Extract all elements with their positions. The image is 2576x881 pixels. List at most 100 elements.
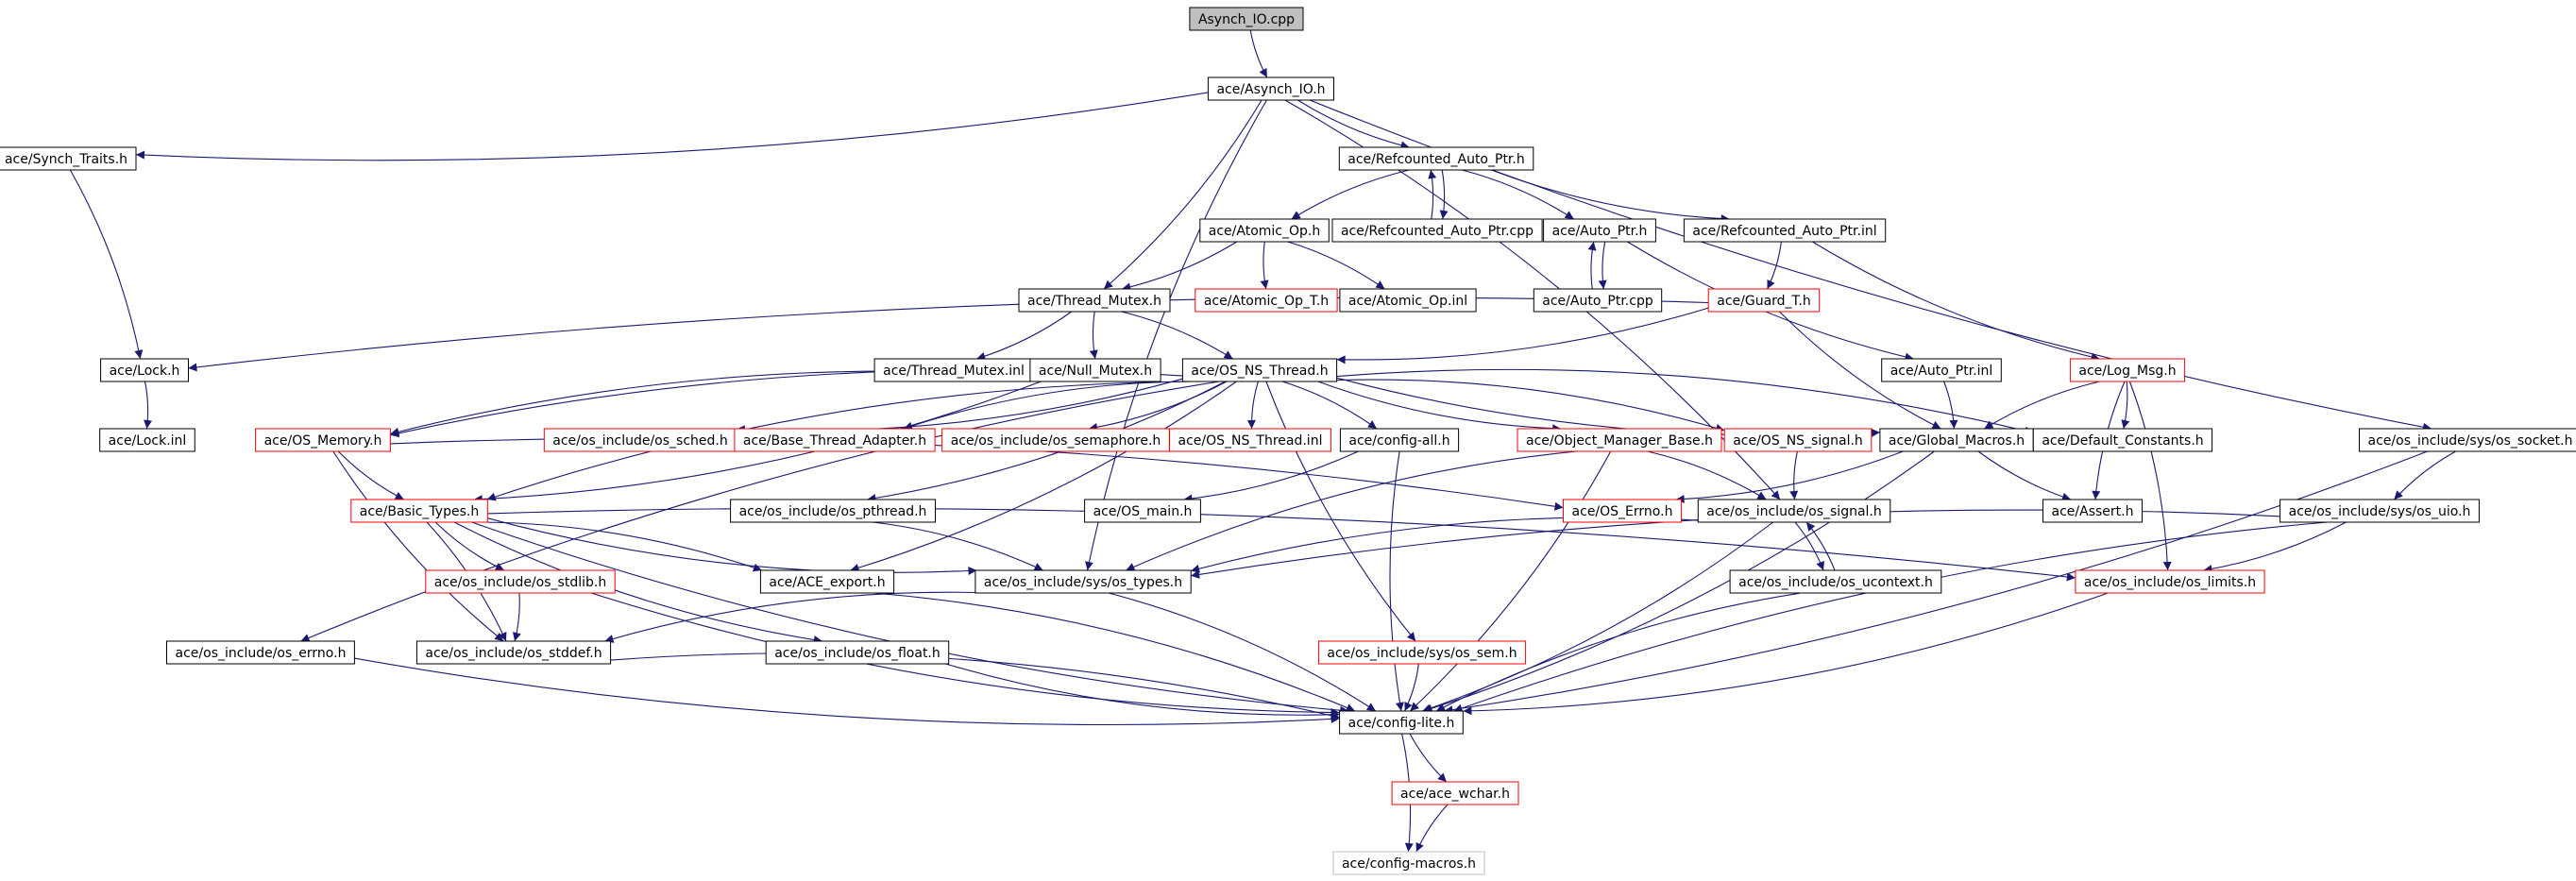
node-asynch-io-cpp[interactable]: Asynch_IO.cpp [1189,7,1304,31]
node-box [1339,710,1464,735]
node-os-ns-signal-h[interactable]: ace/OS_NS_signal.h [1723,428,1873,452]
node-object-manager-base-h[interactable]: ace/Object_Manager_Base.h [1517,428,1722,452]
node-label: ace/Object_Manager_Base.h [1526,433,1713,449]
edge-guard_t_h-to-os_ns_thread_h [1336,307,1709,364]
edge-os_ns_signal_h-to-os_signal_h [1789,450,1799,500]
node-refcounted-auto-ptr-inl[interactable]: ace/Refcounted_Auto_Ptr.inl [1683,218,1887,243]
node-os-socket-h[interactable]: ace/os_include/sys/os_socket.h [2359,428,2576,452]
node-lock-h[interactable]: ace/Lock.h [100,358,189,382]
edge-refcounted_auto_ptr_h-to-auto_ptr_h [1462,169,1574,220]
node-box [1707,288,1821,313]
edge-os_signal_h-to-config_lite_h [1422,521,1774,713]
node-os-float-h[interactable]: ace/os_include/os_float.h [765,640,950,665]
node-default-constants-h[interactable]: ace/Default_Constants.h [2032,428,2213,452]
node-thread-mutex-h[interactable]: ace/Thread_Mutex.h [1018,288,1171,313]
node-label: ace/OS_NS_Thread.h [1191,364,1328,379]
node-box [350,499,488,523]
node-os-limits-h[interactable]: ace/os_include/os_limits.h [2075,569,2265,594]
edge-log_msg_h-to-default_constants_h [2121,381,2130,430]
node-label: ace/Null_Mutex.h [1039,364,1152,379]
node-log-msg-h[interactable]: ace/Log_Msg.h [2069,358,2186,382]
node-os-ucontext-h[interactable]: ace/os_include/os_ucontext.h [1729,569,1942,594]
edge-basic_types_h-to-os_float_h [453,521,822,645]
node-box [1338,146,1534,171]
node-base-thread-adapter-h[interactable]: ace/Base_Thread_Adapter.h [734,428,936,452]
node-box [100,358,189,382]
edge-os_ns_thread_h-to-os_sem_h [1265,381,1416,642]
node-os-stdlib-h[interactable]: ace/os_include/os_stdlib.h [425,569,616,594]
node-auto-ptr-inl[interactable]: ace/Auto_Ptr.inl [1881,358,2002,382]
node-atomic-op-t-h[interactable]: ace/Atomic_Op_T.h [1195,288,1338,313]
node-refcounted-auto-ptr-cpp[interactable]: ace/Refcounted_Auto_Ptr.cpp [1331,218,1543,243]
node-box [1729,569,1942,594]
node-atomic-op-inl[interactable]: ace/Atomic_Op.inl [1339,288,1477,313]
edge-thread_mutex_h-to-thread_mutex_inl [976,311,1073,361]
node-label: ace/Auto_Ptr.h [1552,224,1648,239]
node-os-sem-h[interactable]: ace/os_include/sys/os_sem.h [1317,640,1527,665]
node-label: ace/Atomic_Op_T.h [1204,294,1329,309]
node-box [2279,499,2480,523]
node-thread-mutex-inl[interactable]: ace/Thread_Mutex.inl [873,358,1034,382]
node-box [974,569,1192,594]
node-lock-inl[interactable]: ace/Lock.inl [99,428,195,452]
node-label: ace/os_include/os_float.h [774,646,941,661]
node-os-types-h[interactable]: ace/os_include/sys/os_types.h [974,569,1192,594]
node-guard-t-h[interactable]: ace/Guard_T.h [1707,288,1821,313]
node-label: ace/os_include/os_pthread.h [739,504,927,519]
node-os-main-h[interactable]: ace/OS_main.h [1084,499,1201,523]
node-auto-ptr-cpp[interactable]: ace/Auto_Ptr.cpp [1533,288,1663,313]
node-config-all-h[interactable]: ace/config-all.h [1339,428,1460,452]
node-box [166,640,355,665]
node-ace-export-h[interactable]: ace/ACE_export.h [759,569,895,594]
edge-os_ns_thread_h-to-default_constants_h [1336,368,2034,435]
node-box [1723,428,1873,452]
node-refcounted-auto-ptr-h[interactable]: ace/Refcounted_Auto_Ptr.h [1338,146,1534,171]
node-config-macros-h[interactable]: ace/config-macros.h [1332,851,1485,875]
edge-os_ns_thread_h-to-global_macros_h [1336,377,1880,437]
node-config-lite-h[interactable]: ace/config-lite.h [1339,710,1464,735]
node-label: ace/config-macros.h [1342,856,1476,872]
edge-os_socket_h-to-os_uio_h [2393,450,2456,500]
node-os-signal-h[interactable]: ace/os_include/os_signal.h [1697,499,1891,523]
node-global-macros-h[interactable]: ace/Global_Macros.h [1879,428,2034,452]
node-box [1181,358,1338,382]
node-label: Asynch_IO.cpp [1198,12,1295,27]
node-os-errno-big-h[interactable]: ace/OS_Errno.h [1563,499,1682,523]
node-assert-h[interactable]: ace/Assert.h [2042,499,2143,523]
node-os-uio-h[interactable]: ace/os_include/sys/os_uio.h [2279,499,2480,523]
edge-auto_ptr_h-to-auto_ptr_cpp [1598,241,1607,290]
node-os-memory-h[interactable]: ace/OS_Memory.h [255,428,391,452]
node-os-stddef-h[interactable]: ace/os_include/os_stddef.h [415,640,612,665]
node-label: ace/Log_Msg.h [2078,364,2176,379]
node-os-sched-h[interactable]: ace/os_include/os_sched.h [543,428,737,452]
node-os-pthread-h[interactable]: ace/os_include/os_pthread.h [730,499,936,523]
node-os-ns-thread-inl[interactable]: ace/OS_NS_Thread.inl [1169,428,1331,452]
node-box [1879,428,2034,452]
node-label: ace/Thread_Mutex.h [1027,294,1161,309]
node-auto-ptr-h[interactable]: ace/Auto_Ptr.h [1543,218,1656,243]
node-atomic-op-h[interactable]: ace/Atomic_Op.h [1199,218,1330,243]
node-synch-traits-h[interactable]: ace/Synch_Traits.h [0,146,137,171]
node-asynch-io-h[interactable]: ace/Asynch_IO.h [1207,76,1335,101]
node-box [1543,218,1656,243]
node-label: ace/Synch_Traits.h [5,152,127,167]
node-label: ace/os_include/os_limits.h [2084,575,2256,590]
edge-refcounted_auto_ptr_h-to-refcounted_auto_ptr_cpp [1439,169,1449,220]
node-os-errno-h[interactable]: ace/os_include/os_errno.h [166,640,355,665]
node-os-semaphore-h[interactable]: ace/os_include/os_semaphore.h [941,428,1170,452]
node-label: ace/os_include/sys/os_uio.h [2289,504,2471,519]
node-box [1189,7,1304,31]
node-box [2359,428,2576,452]
edge-os_float_h-to-config_lite_h [945,663,1340,720]
node-box [1697,499,1891,523]
node-os-ns-thread-h[interactable]: ace/OS_NS_Thread.h [1181,358,1338,382]
node-label: ace/OS_Memory.h [264,433,382,449]
node-label: ace/Asynch_IO.h [1216,82,1325,97]
node-null-mutex-h[interactable]: ace/Null_Mutex.h [1029,358,1161,382]
edge-thread_mutex_h-to-null_mutex_h [1089,311,1098,360]
edge-os_stdlib_h-to-os_stddef_h [512,592,521,642]
node-basic-types-h[interactable]: ace/Basic_Types.h [350,499,488,523]
node-ace-wchar-h[interactable]: ace/ace_wchar.h [1391,781,1519,805]
node-box [255,428,391,452]
node-label: ace/os_include/os_semaphore.h [951,433,1161,449]
